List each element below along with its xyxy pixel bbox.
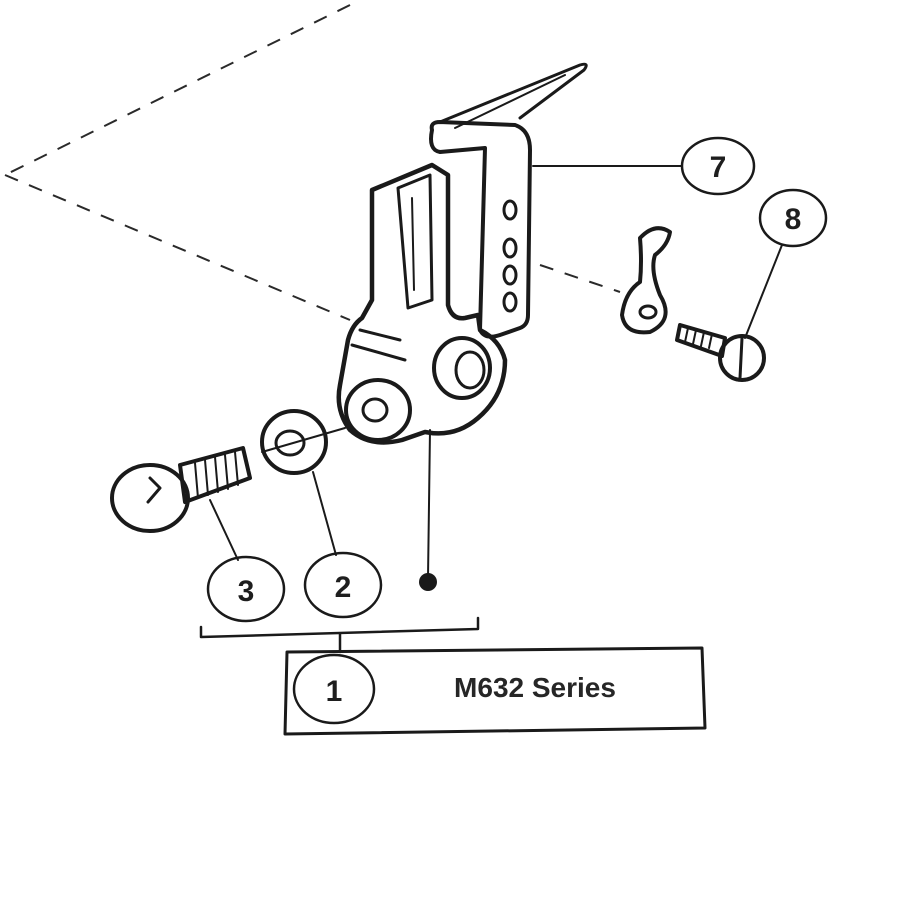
callout-8-label: 8 [785, 203, 802, 236]
assembly-line-top [4, 4, 351, 176]
callout-3[interactable]: 3 [206, 555, 286, 623]
leader-1-body [427, 429, 431, 579]
series-title: M632 Series [454, 672, 616, 703]
callout-3-label: 3 [238, 575, 255, 608]
screw-part [675, 323, 766, 382]
washer-part [260, 409, 346, 475]
callout-1-label: 1 [326, 675, 343, 708]
title-box: 1 M632 Series [283, 646, 707, 736]
latch-part [620, 226, 672, 335]
main-body-part [336, 162, 508, 445]
callout-2-label: 2 [335, 571, 352, 604]
leader-dot [419, 573, 437, 591]
assembly-line-main [4, 174, 351, 321]
assembly-line-right [539, 264, 621, 293]
bracket-part [429, 62, 588, 339]
leader-2 [312, 471, 337, 556]
callout-7-label: 7 [710, 151, 727, 184]
callout-8[interactable]: 8 [758, 188, 828, 248]
leader-8 [744, 244, 783, 339]
leader-3 [209, 499, 239, 561]
bolt-part [110, 446, 252, 533]
callout-2[interactable]: 2 [303, 551, 383, 619]
callout-7[interactable]: 7 [680, 136, 756, 196]
